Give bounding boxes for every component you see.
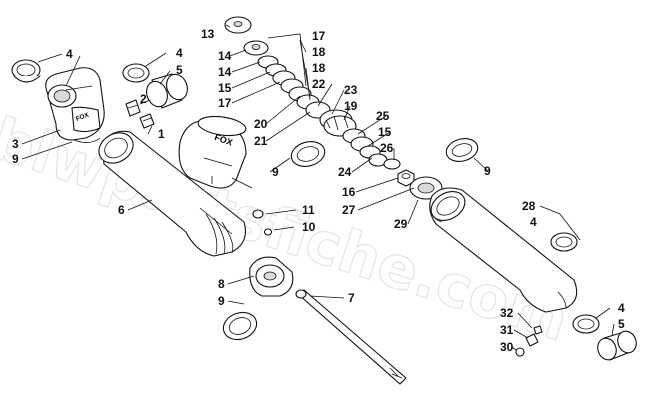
part-4-bushing-mid[interactable] — [122, 63, 150, 83]
callout-5: 5 — [618, 317, 625, 331]
callout-26: 27 — [342, 203, 356, 217]
callout-9: 9 — [218, 294, 225, 308]
part-3-upper-eyelet[interactable]: FOX — [45, 67, 105, 141]
callout-17: 18 — [312, 61, 326, 75]
part-10-ball[interactable] — [263, 228, 273, 236]
leader-lines — [21, 24, 615, 351]
part-7-shaft[interactable] — [295, 289, 407, 385]
callout-19: 20 — [254, 117, 268, 131]
callout-31: 32 — [500, 306, 514, 320]
callout-14: 15 — [378, 125, 392, 139]
callout-labels: 4 4 5 2 1 3 9 6 13 14 14 15 17 17 18 18 … — [12, 27, 625, 354]
callout-21: 22 — [312, 77, 326, 91]
callout-15: 15 — [218, 81, 232, 95]
part-4-bushing-left[interactable] — [11, 59, 41, 83]
part-9-seal-ring-right[interactable] — [444, 135, 481, 165]
part-1-valve-cap[interactable] — [139, 113, 155, 129]
part-4-bushing-right-lower[interactable] — [572, 314, 600, 334]
callout-12: 13 — [201, 27, 215, 41]
part-11-ball[interactable] — [252, 209, 264, 219]
callout-18: 18 — [312, 45, 326, 59]
callout-20: 21 — [254, 134, 268, 148]
part-9-seal-ring-upper-left — [73, 137, 101, 143]
callout-9: 9 — [484, 164, 491, 178]
part-6-shock-body[interactable] — [93, 127, 247, 257]
callout-8: 8 — [218, 277, 225, 291]
fox-logo-small: FOX — [75, 111, 91, 122]
callout-7: 7 — [348, 291, 355, 305]
callout-2: 2 — [140, 92, 147, 106]
callout-4: 4 — [66, 47, 73, 61]
callout-27: 28 — [522, 199, 536, 213]
part-30-valve[interactable] — [525, 333, 539, 347]
callout-4: 4 — [530, 215, 537, 229]
callout-4: 4 — [176, 46, 183, 60]
part-2-valve[interactable] — [125, 99, 141, 117]
part-4-bushing-right-upper[interactable] — [550, 232, 578, 252]
callout-29: 30 — [500, 340, 514, 354]
part-8-end-cap[interactable] — [249, 256, 294, 297]
callout-9: 9 — [272, 165, 279, 179]
callout-10: 10 — [302, 220, 316, 234]
callout-4: 4 — [618, 301, 625, 315]
part-29-ball[interactable] — [515, 347, 525, 357]
callout-15: 16 — [342, 185, 356, 199]
valve-shim-stack-lower[interactable] — [342, 128, 388, 167]
valve-shim-stack[interactable] — [257, 55, 331, 119]
part-5-sleeve-right[interactable] — [595, 329, 639, 363]
part-31-pin[interactable] — [533, 325, 543, 335]
callout-23: 24 — [338, 165, 352, 179]
part-13-washer[interactable] — [243, 40, 269, 56]
part-9-seal-ring-lower-left[interactable] — [220, 308, 261, 344]
part-5-sleeve-mid[interactable] — [143, 71, 191, 109]
part-27-shock-body-right[interactable] — [426, 186, 578, 313]
part-32-reservoir[interactable]: FOX — [178, 114, 247, 189]
part-23-nut[interactable] — [397, 169, 415, 187]
callout-13: 14 — [218, 49, 232, 63]
callout-6: 6 — [118, 203, 125, 217]
callout-24: 25 — [376, 109, 390, 123]
callout-16: 17 — [218, 96, 232, 110]
callout-3: 3 — [12, 137, 19, 151]
part-28-ring — [429, 209, 443, 223]
part-9-seal-ring-center[interactable] — [288, 138, 327, 170]
callout-9: 9 — [12, 152, 19, 166]
callout-22: 23 — [344, 83, 358, 97]
callout-5: 5 — [176, 63, 183, 77]
callout-28: 29 — [394, 217, 408, 231]
callout-17: 17 — [312, 29, 326, 43]
callout-30: 31 — [500, 323, 514, 337]
part-25-washer[interactable] — [383, 158, 401, 170]
part-12-washer[interactable] — [224, 16, 252, 34]
callout-18: 19 — [344, 99, 358, 113]
callout-14: 14 — [218, 65, 232, 79]
callout-25: 26 — [380, 141, 394, 155]
callout-1: 1 — [158, 127, 165, 141]
callout-11: 11 — [302, 203, 315, 217]
